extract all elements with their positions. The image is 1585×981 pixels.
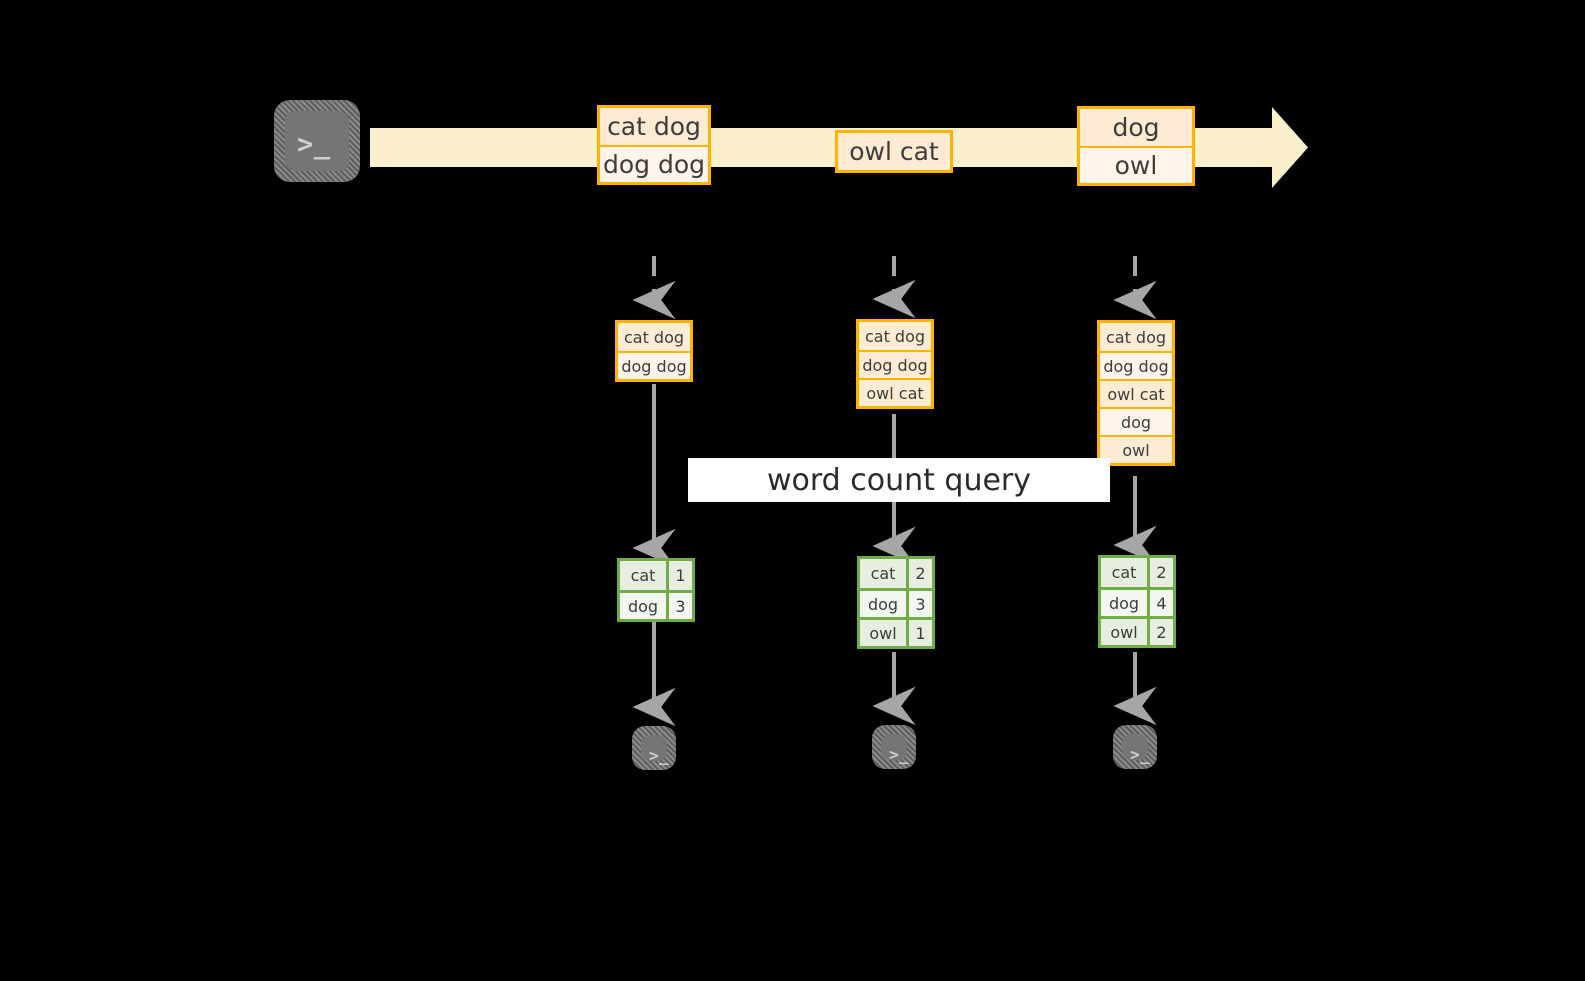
snapshot-2-result-table: cat 2 dog 3 owl 1	[857, 556, 935, 649]
record-cell: owl	[1080, 146, 1192, 183]
stream-record-3: dog owl	[1077, 106, 1195, 186]
terminal-screen	[1122, 734, 1148, 760]
result-count: 2	[906, 559, 932, 588]
terminal-screen	[641, 735, 667, 761]
result-row: dog 3	[860, 588, 932, 617]
input-record: owl cat	[1100, 379, 1172, 407]
result-word: cat	[860, 559, 906, 588]
input-record: dog dog	[859, 350, 931, 378]
result-row: cat 2	[1101, 558, 1173, 587]
terminal-prompt-glyph: >_	[649, 746, 669, 765]
input-record: owl	[1100, 435, 1172, 463]
result-count: 2	[1147, 619, 1173, 645]
result-count: 4	[1147, 590, 1173, 616]
result-count: 2	[1147, 558, 1173, 587]
input-record: dog dog	[1100, 351, 1172, 379]
input-record: cat dog	[859, 322, 931, 350]
terminal-screen	[285, 111, 349, 171]
stream-record-1: cat dog dog dog	[597, 105, 711, 185]
result-word: dog	[860, 591, 906, 617]
input-record: dog dog	[618, 351, 690, 379]
result-row: cat 1	[620, 561, 692, 590]
record-cell: owl cat	[838, 133, 950, 170]
record-cell: dog dog	[600, 145, 708, 182]
snapshot-3-consumer-terminal-icon: >_	[1111, 723, 1159, 771]
result-row: owl 1	[860, 617, 932, 646]
result-word: owl	[860, 620, 906, 646]
snapshot-1-input-stack: cat dog dog dog	[615, 320, 693, 382]
snapshot-1-result-table: cat 1 dog 3	[617, 558, 695, 622]
record-cell: dog	[1080, 109, 1192, 146]
terminal-screen	[881, 734, 907, 760]
result-word: cat	[1101, 558, 1147, 587]
result-word: owl	[1101, 619, 1147, 645]
result-row: dog 4	[1101, 587, 1173, 616]
result-count: 3	[666, 593, 692, 619]
input-record: dog	[1100, 407, 1172, 435]
snapshot-2-input-stack: cat dog dog dog owl cat	[856, 319, 934, 409]
result-row: owl 2	[1101, 616, 1173, 645]
result-row: cat 2	[860, 559, 932, 588]
terminal-prompt-glyph: >_	[889, 745, 909, 764]
input-record: cat dog	[1100, 323, 1172, 351]
terminal-prompt-glyph: >_	[1130, 745, 1150, 764]
result-word: dog	[620, 593, 666, 619]
input-record: cat dog	[618, 323, 690, 351]
query-label: word count query	[688, 458, 1110, 502]
record-cell: cat dog	[600, 108, 708, 145]
terminal-prompt-glyph: >_	[297, 129, 331, 160]
snapshot-2-consumer-terminal-icon: >_	[870, 723, 918, 771]
result-word: cat	[620, 561, 666, 590]
result-count: 1	[906, 620, 932, 646]
result-row: dog 3	[620, 590, 692, 619]
result-count: 3	[906, 591, 932, 617]
snapshot-3-input-stack: cat dog dog dog owl cat dog owl	[1097, 320, 1175, 466]
stream-record-2: owl cat	[835, 130, 953, 173]
result-count: 1	[666, 561, 692, 590]
snapshot-1-consumer-terminal-icon: >_	[630, 724, 678, 772]
snapshot-3-result-table: cat 2 dog 4 owl 2	[1098, 555, 1176, 648]
result-word: dog	[1101, 590, 1147, 616]
input-record: owl cat	[859, 378, 931, 406]
producer-terminal-icon: >_	[274, 100, 360, 182]
